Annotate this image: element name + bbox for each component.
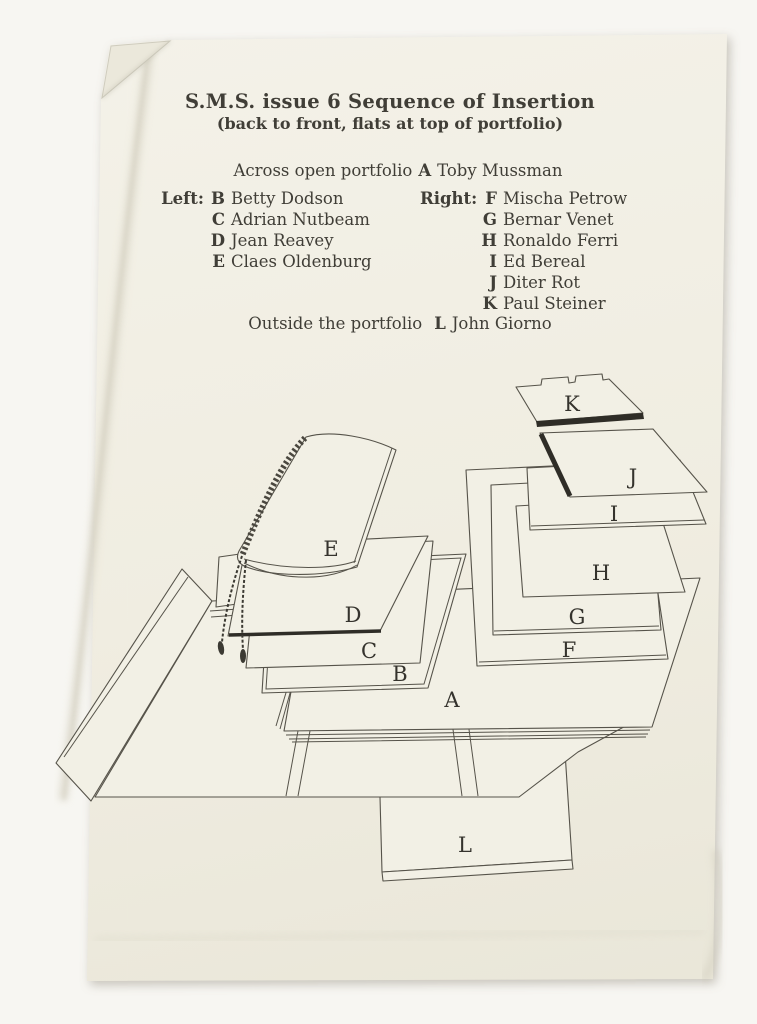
cord-tassel xyxy=(240,649,246,663)
diagram-label-i: I xyxy=(610,502,618,526)
right-heading: Right: xyxy=(420,189,478,208)
item-name: Bernar Venet xyxy=(503,210,614,229)
item-letter: F xyxy=(485,189,497,208)
list-item: G Bernar Venet xyxy=(420,209,627,230)
diagram-label-f: F xyxy=(562,638,577,662)
item-name: Diter Rot xyxy=(503,273,581,292)
item-name: Ronaldo Ferri xyxy=(503,231,619,250)
booklet-e xyxy=(217,433,397,663)
diagram-label-k: K xyxy=(564,392,580,416)
diagram-label-a: A xyxy=(443,688,460,712)
sheet-k-spine xyxy=(536,413,644,427)
diagram-label-b: B xyxy=(392,662,407,686)
item-letter: H xyxy=(481,231,497,250)
right-column: Right: F Mischa Petrow G Bernar Venet H Rona… xyxy=(420,188,627,314)
item-letter: C xyxy=(211,210,225,229)
page-subtitle: (back to front, flats at top of portfoli… xyxy=(216,114,564,133)
list-item: E Claes Oldenburg xyxy=(158,251,372,272)
portfolio-fold-line xyxy=(451,721,479,797)
item-name: Betty Dodson xyxy=(231,189,344,208)
sheet-j xyxy=(538,428,708,498)
list-item: D Jean Reavey xyxy=(158,230,372,251)
sheet-d-edge xyxy=(228,629,382,637)
item-letter: B xyxy=(211,189,225,208)
list-item: K Paul Steiner xyxy=(420,293,627,314)
diagram-label-h: H xyxy=(592,561,610,585)
list-item: Right: F Mischa Petrow xyxy=(420,188,627,209)
sheet-k xyxy=(515,373,644,427)
across-letter: A xyxy=(418,161,432,180)
outside-name: John Giorno xyxy=(451,314,552,333)
diagram-label-e: E xyxy=(323,537,338,561)
paper-curl-shadow xyxy=(700,849,725,983)
across-line: Across open portfolio A Toby Mussman xyxy=(98,161,698,180)
left-column: Left: B Betty Dodson C Adrian Nutbeam D Jean… xyxy=(158,188,372,272)
item-letter: G xyxy=(482,210,497,229)
folded-corner-crease xyxy=(101,40,171,99)
diagram-label-g: G xyxy=(569,605,586,629)
list-item: C Adrian Nutbeam xyxy=(158,209,372,230)
item-name: Ed Bereal xyxy=(503,252,586,271)
across-prefix: Across open portfolio xyxy=(233,161,413,180)
outside-letter: L xyxy=(434,314,446,333)
page-title: S.M.S. issue 6 Sequence of Insertion xyxy=(184,90,596,113)
item-letter: J xyxy=(489,273,497,292)
cord-tassel xyxy=(217,641,225,655)
across-name: Toby Mussman xyxy=(437,161,563,180)
booklet-e-braid xyxy=(239,435,308,558)
diagram-label-c: C xyxy=(361,639,377,663)
left-heading: Left: xyxy=(161,189,204,208)
list-item: H Ronaldo Ferri xyxy=(420,230,627,251)
item-letter: I xyxy=(489,252,497,271)
portfolio-left-flap xyxy=(55,568,213,802)
sheet-a-thickness xyxy=(285,729,651,743)
item-name: Claes Oldenburg xyxy=(231,252,372,271)
paper-crease-line xyxy=(63,46,150,801)
item-name: Jean Reavey xyxy=(231,231,334,250)
outside-prefix: Outside the portfolio xyxy=(248,314,423,333)
item-letter: E xyxy=(212,252,225,271)
item-letter: D xyxy=(210,231,225,250)
sheet-j-spine xyxy=(538,432,573,498)
diagram-label-j: J xyxy=(627,465,637,489)
booklet-e-page-lip xyxy=(243,558,358,578)
outside-line: Outside the portfolio L John Giorno xyxy=(100,314,700,333)
list-item: J Diter Rot xyxy=(420,272,627,293)
booklet-e-cord xyxy=(221,555,247,651)
list-item: Left: B Betty Dodson xyxy=(158,188,372,209)
item-name: Paul Steiner xyxy=(503,294,606,313)
item-letter: K xyxy=(482,294,497,313)
paper-crease-bottom xyxy=(94,928,706,943)
portfolio-fold-line xyxy=(285,719,313,797)
list-item: I Ed Bereal xyxy=(420,251,627,272)
diagram-label-d: D xyxy=(345,603,362,627)
diagram-label-l: L xyxy=(458,833,472,857)
item-name: Mischa Petrow xyxy=(503,189,628,208)
item-name: Adrian Nutbeam xyxy=(231,210,370,229)
